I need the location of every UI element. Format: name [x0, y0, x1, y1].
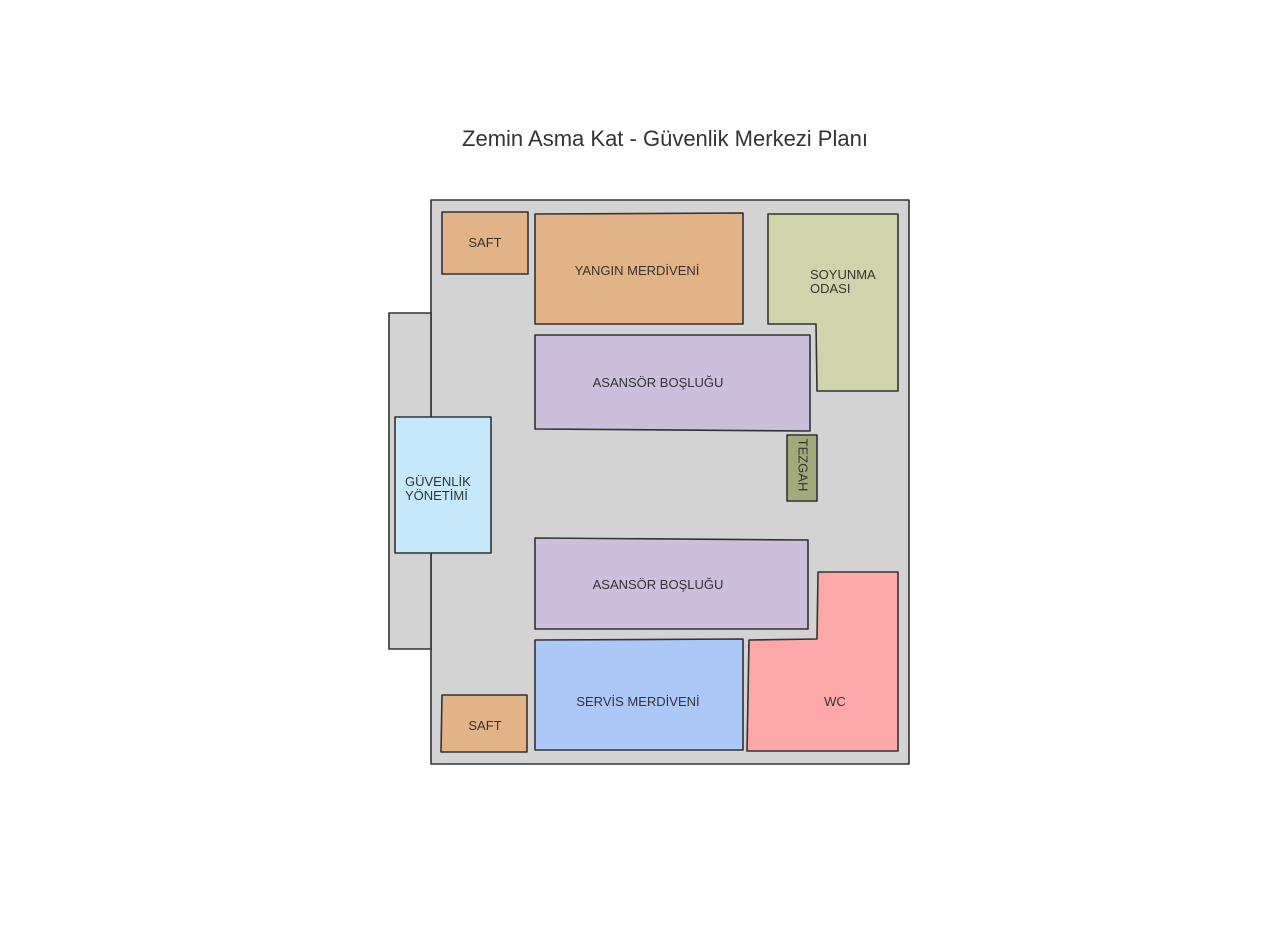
room-security-management[interactable]: GÜVENLİK YÖNETİMİ [394, 416, 492, 554]
room-elevator-top[interactable]: ASANSÖR BOŞLUĞU [534, 334, 811, 432]
room-shaft-bottom-label: SAFT [468, 718, 501, 733]
room-elevator-top-label: ASANSÖR BOŞLUĞU [593, 375, 724, 390]
room-counter-label: TEZGAH [796, 439, 811, 492]
room-service-stair-label: SERVİS MERDİVENİ [576, 694, 699, 709]
room-fire-stair-label: YANGIN MERDİVENİ [575, 263, 700, 278]
room-counter[interactable]: TEZGAH [786, 434, 818, 502]
room-service-stair[interactable]: SERVİS MERDİVENİ [534, 638, 744, 751]
room-changing-room-label-2: ODASI [810, 281, 850, 296]
room-elevator-bottom[interactable]: ASANSÖR BOŞLUĞU [534, 537, 809, 630]
room-changing-room[interactable]: SOYUNMA ODASI [767, 213, 899, 392]
room-shaft-bottom[interactable]: SAFT [440, 694, 528, 753]
room-shaft-top-label: SAFT [468, 235, 501, 250]
room-changing-room-label-1: SOYUNMA [810, 267, 876, 282]
room-fire-stair[interactable]: YANGIN MERDİVENİ [534, 212, 744, 325]
room-security-label-2: YÖNETİMİ [405, 488, 468, 503]
room-shaft-top[interactable]: SAFT [441, 211, 529, 275]
room-wc-label: WC [824, 694, 846, 709]
room-security-label-1: GÜVENLİK [405, 474, 471, 489]
room-wc[interactable]: WC [746, 571, 899, 752]
room-elevator-bottom-label: ASANSÖR BOŞLUĞU [593, 577, 724, 592]
page-title: Zemin Asma Kat - Güvenlik Merkezi Planı [462, 126, 868, 151]
